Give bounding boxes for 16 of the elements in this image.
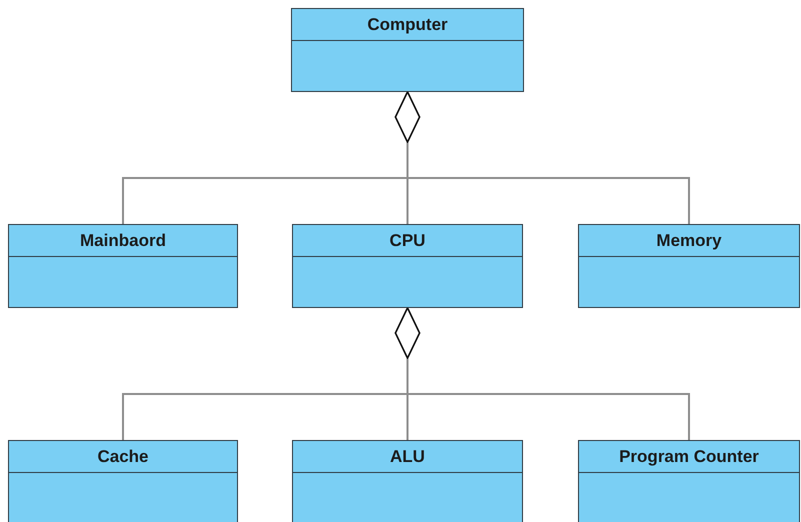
class-box <box>8 224 238 308</box>
class-name: Computer <box>367 14 448 34</box>
class-box <box>578 440 800 522</box>
class-name: Cache <box>97 446 149 466</box>
class-box <box>578 224 800 308</box>
class-name: CPU <box>390 230 426 250</box>
aggregation-connector <box>394 91 690 224</box>
class-name: Program Counter <box>619 446 759 466</box>
class-name: Mainbaord <box>80 230 166 250</box>
aggregation-connector <box>394 307 690 440</box>
class-name: ALU <box>390 446 425 466</box>
class-name: Memory <box>656 230 722 250</box>
class-box <box>291 8 524 92</box>
class-box <box>292 224 523 308</box>
class-box <box>292 440 523 522</box>
class-box <box>8 440 238 522</box>
